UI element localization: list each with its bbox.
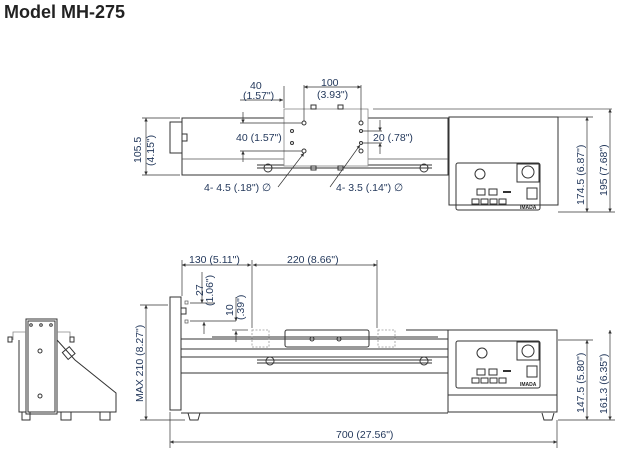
top-view: IMADA 40 (1.57") 100 (3.93") 40 (1.57") … bbox=[132, 77, 615, 213]
dim-10-in: (.39") bbox=[235, 295, 247, 320]
dim-40-vertical: 40 (1.57") bbox=[236, 132, 282, 144]
wheel bbox=[419, 163, 429, 173]
page-title: Model MH-275 bbox=[4, 2, 126, 22]
dim-max-210: MAX 210 (8.27") bbox=[134, 325, 146, 402]
control-panel: IMADA bbox=[455, 340, 541, 389]
front-view: IMADA 130 (5.11") 220 (8.66") 27 (1.06")… bbox=[134, 254, 615, 448]
dim-20: 20 (.78") bbox=[373, 132, 413, 144]
dim-147-5: 147.5 (5.80") bbox=[575, 353, 587, 413]
dim-40-horizontal-in: (1.57") bbox=[243, 90, 274, 102]
hole-callout-large: 4- 4.5 (.18") ∅ bbox=[204, 182, 271, 194]
dim-10: 10 bbox=[224, 304, 236, 316]
dim-105-5: 105.5 bbox=[132, 137, 144, 163]
control-panel: IMADA bbox=[455, 162, 541, 211]
dim-27-in: (1.06") bbox=[204, 275, 216, 306]
brand-logo: IMADA bbox=[520, 382, 537, 388]
dim-174-5: 174.5 (6.87") bbox=[575, 145, 587, 205]
dim-700: 700 (27.56") bbox=[336, 429, 393, 441]
dim-220: 220 (8.66") bbox=[287, 254, 339, 266]
wheel bbox=[263, 163, 273, 173]
hole-callout-small: 4- 3.5 (.14") ∅ bbox=[336, 182, 403, 194]
dim-161-3: 161.3 (6.35") bbox=[598, 354, 610, 414]
moving-crosshead bbox=[284, 329, 370, 348]
end-view bbox=[7, 318, 117, 421]
dim-27: 27 bbox=[194, 284, 206, 296]
dim-100-in: (3.93") bbox=[317, 89, 348, 101]
dim-105-5-in: (4.15") bbox=[145, 135, 157, 166]
dim-100: 100 bbox=[321, 77, 339, 89]
dim-195: 195 (7.68") bbox=[598, 144, 610, 196]
wheel bbox=[265, 356, 275, 366]
brand-logo: IMADA bbox=[520, 205, 537, 211]
wheel bbox=[419, 356, 429, 366]
dim-40-horizontal: 40 bbox=[250, 80, 262, 92]
knob bbox=[181, 133, 188, 142]
controller-box bbox=[448, 116, 559, 206]
end-column bbox=[25, 318, 58, 415]
dim-130: 130 (5.11") bbox=[189, 254, 240, 266]
controller-box bbox=[447, 329, 558, 413]
mounting-plate bbox=[283, 108, 369, 167]
left-end-plate bbox=[169, 296, 182, 411]
handle-block bbox=[169, 121, 183, 154]
